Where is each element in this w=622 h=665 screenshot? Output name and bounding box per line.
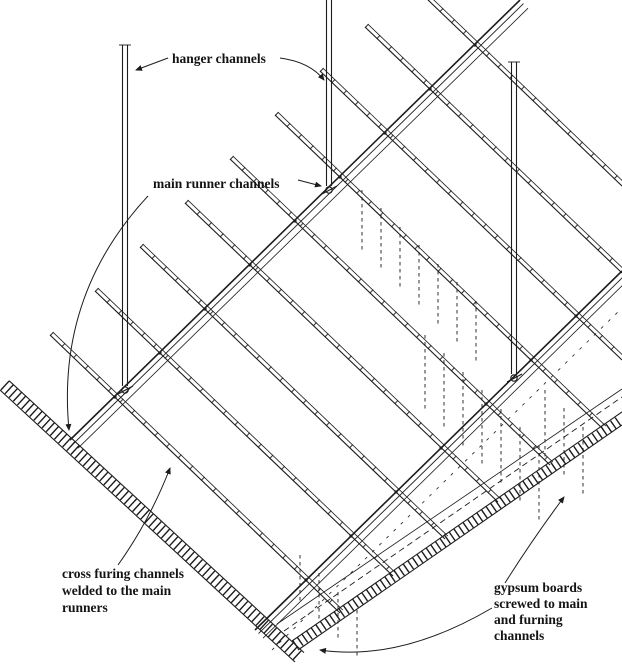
main-runner-channel-upper	[69, 0, 529, 449]
hanger-clip	[325, 186, 333, 194]
svg-text:gypsum boards: gypsum boards	[494, 580, 582, 595]
label-cross-furring-channels: cross furing channels welded to the main…	[62, 566, 184, 615]
cross-furring-channel	[319, 67, 622, 361]
text-labels: hanger channels main runner channels cro…	[62, 51, 588, 643]
svg-text:runners: runners	[62, 600, 108, 615]
leader-cross-furring	[117, 467, 171, 566]
leader-lines	[65, 57, 565, 654]
cross-furring-channel	[184, 199, 502, 503]
cross-furring-channel	[49, 331, 344, 614]
hanger-channel-left	[117, 44, 134, 395]
svg-text:and furning: and furning	[494, 612, 563, 627]
leader-gypsum-bottom	[319, 607, 493, 654]
gypsum-board-left-edge	[0, 380, 305, 663]
cross-furring-channel	[94, 287, 397, 577]
board-joint-dashed-lines	[299, 190, 584, 658]
weld-points	[113, 43, 578, 582]
leader-hanger-left	[135, 57, 169, 71]
cross-furring-channel	[229, 155, 554, 466]
cross-furring-channel	[364, 23, 622, 274]
hanger-clip	[510, 374, 518, 382]
hanger-channel-right	[506, 61, 523, 383]
svg-text:screwed to main: screwed to main	[494, 596, 588, 611]
leader-main-runner	[297, 179, 322, 188]
cross-furring-channel	[274, 111, 607, 430]
svg-text:channels: channels	[494, 628, 544, 643]
svg-text:cross furing channels: cross furing channels	[62, 566, 184, 581]
gypsum-board-right-edge	[276, 388, 622, 651]
leader-gypsum-edge	[504, 496, 565, 584]
svg-text:welded to the main: welded to the main	[62, 583, 172, 598]
label-hanger-channels: hanger channels	[172, 51, 266, 66]
leader-main-runner-arc	[65, 195, 149, 431]
cross-furring-channel	[139, 243, 449, 540]
cross-furring-channels	[49, 0, 622, 614]
hanger-channel-center	[321, 0, 338, 195]
main-runner-channel-lower	[254, 270, 622, 651]
cross-furring-channel	[427, 0, 622, 187]
leader-hanger-center	[279, 57, 325, 81]
label-main-runner-channels: main runner channels	[153, 176, 280, 191]
hanger-clip	[121, 386, 129, 394]
label-gypsum-boards: gypsum boards screwed to main and furnin…	[494, 580, 588, 643]
